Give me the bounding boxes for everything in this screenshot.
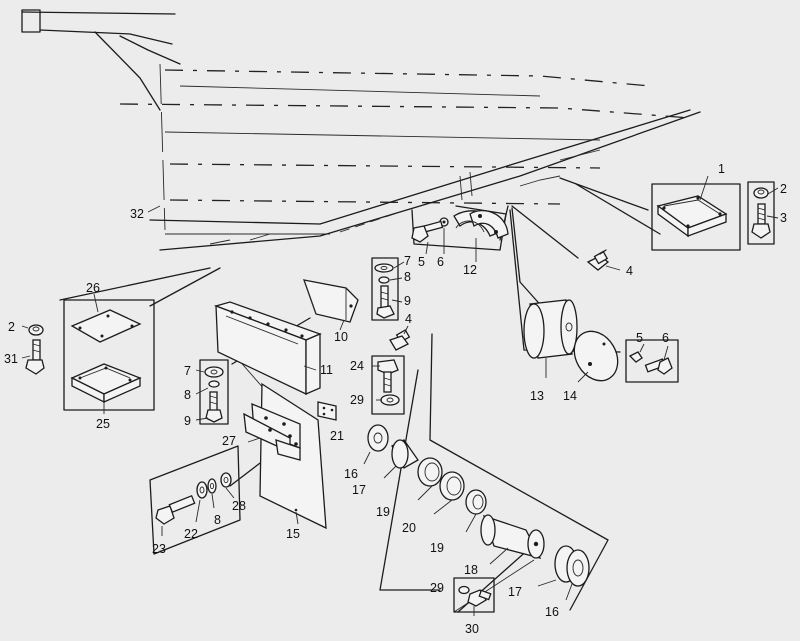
label-7-center: 7 <box>404 254 411 268</box>
label-19-upper: 19 <box>376 505 390 519</box>
label-6-right: 6 <box>662 331 669 345</box>
label-28: 28 <box>232 499 246 513</box>
part-12-clamp-group <box>411 205 509 262</box>
part-1-pad-group <box>651 175 741 251</box>
label-4-right: 4 <box>626 264 633 278</box>
roller-assembly <box>363 424 590 601</box>
label-13: 13 <box>530 389 544 403</box>
label-31: 31 <box>4 352 18 366</box>
label-23: 23 <box>152 542 166 556</box>
label-30: 30 <box>465 622 479 636</box>
part-7-8-9-center <box>371 257 405 321</box>
label-2-left: 2 <box>8 320 15 334</box>
part-15-plate-group <box>243 382 337 530</box>
label-7-left: 7 <box>184 364 191 378</box>
label-19-lower: 19 <box>430 541 444 555</box>
label-9-center: 9 <box>404 294 411 308</box>
label-17-upper: 17 <box>352 483 366 497</box>
label-32: 32 <box>130 207 144 221</box>
label-3: 3 <box>780 211 787 225</box>
label-11: 11 <box>320 363 333 377</box>
label-6-upper: 6 <box>437 255 444 269</box>
label-29-lower: 29 <box>430 581 444 595</box>
label-14: 14 <box>563 389 577 403</box>
label-21: 21 <box>330 429 344 443</box>
label-16-lower: 16 <box>545 605 559 619</box>
leader-32 <box>147 205 161 213</box>
label-9-left: 9 <box>184 414 191 428</box>
label-27: 27 <box>222 434 236 448</box>
label-5-right: 5 <box>636 331 643 345</box>
part-4-24-29-center <box>371 325 411 415</box>
part-11-bracket <box>213 301 322 396</box>
label-16-upper: 16 <box>344 467 358 481</box>
part-2-3-bolt-group <box>747 181 779 245</box>
label-24: 24 <box>350 359 364 373</box>
label-26: 26 <box>86 281 100 295</box>
part-labels: 1 2 3 4 5 6 12 7 8 9 10 4 24 29 21 13 14… <box>4 162 787 636</box>
label-12: 12 <box>463 263 477 277</box>
part-25-26-pad-group <box>63 293 155 414</box>
label-25: 25 <box>96 417 110 431</box>
label-10: 10 <box>334 330 348 344</box>
part-7-8-9-left <box>195 359 229 425</box>
part-29-30-group <box>453 577 495 616</box>
part-10-cover <box>303 279 359 331</box>
part-2-31-bolt-left <box>21 324 45 375</box>
label-18: 18 <box>464 563 478 577</box>
part-13-14-group <box>523 299 679 383</box>
part-23-22-8-28-group <box>149 445 241 555</box>
label-8-left: 8 <box>184 388 191 402</box>
label-22: 22 <box>184 527 198 541</box>
label-8-lower: 8 <box>214 513 221 527</box>
label-2-upper: 2 <box>780 182 787 196</box>
label-5-upper: 5 <box>418 255 425 269</box>
label-1: 1 <box>718 162 725 176</box>
label-17-lower: 17 <box>508 585 522 599</box>
part-4-fitting-right <box>586 249 621 271</box>
label-29-center: 29 <box>350 393 364 407</box>
label-4-center: 4 <box>405 312 412 326</box>
label-15: 15 <box>286 527 300 541</box>
label-8-center: 8 <box>404 270 411 284</box>
vehicle-frame <box>21 9 701 251</box>
label-20: 20 <box>402 521 416 535</box>
